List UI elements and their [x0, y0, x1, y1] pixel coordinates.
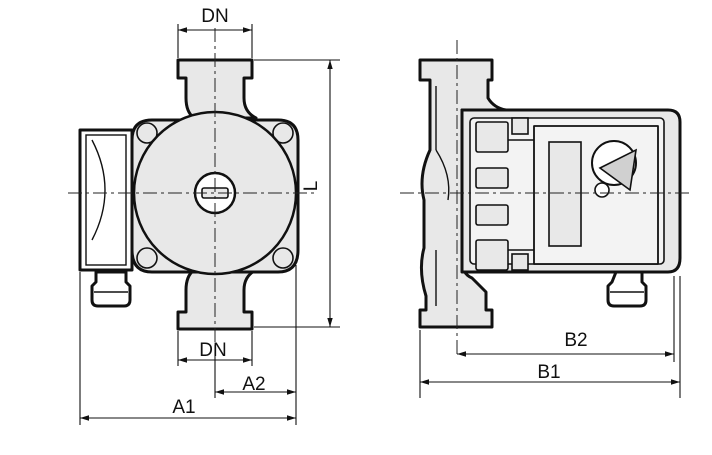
dimension-l: L: [254, 59, 340, 328]
front-view: [68, 28, 315, 346]
front-terminal-box: [78, 128, 134, 272]
bolt-icon: [136, 247, 158, 269]
bolt-icon: [272, 247, 294, 269]
dimension-a2: A2: [214, 265, 297, 425]
a2-label: A2: [242, 374, 265, 395]
dimension-dn-top: DN: [177, 6, 253, 58]
bolt-icon: [272, 122, 294, 144]
side-cable-gland: [606, 270, 648, 308]
dimension-b1: B1: [419, 276, 681, 398]
side-display-window: [548, 141, 582, 247]
b1-label: B1: [537, 362, 560, 383]
side-volute-pipe: [418, 58, 508, 329]
dn-bottom-label: DN: [199, 340, 226, 361]
a1-label: A1: [172, 397, 195, 418]
side-view: [400, 40, 692, 358]
bolt-icon: [136, 122, 158, 144]
l-label: L: [301, 181, 322, 192]
front-cable-gland: [90, 270, 132, 308]
front-bottom-pipe: [176, 268, 258, 331]
dimension-b2: B2: [457, 276, 675, 362]
front-top-pipe: [176, 58, 258, 120]
dn-top-label: DN: [201, 6, 228, 27]
side-cooling-fins: [475, 117, 534, 271]
b2-label: B2: [564, 330, 587, 351]
dimension-a1: A1: [79, 272, 296, 425]
